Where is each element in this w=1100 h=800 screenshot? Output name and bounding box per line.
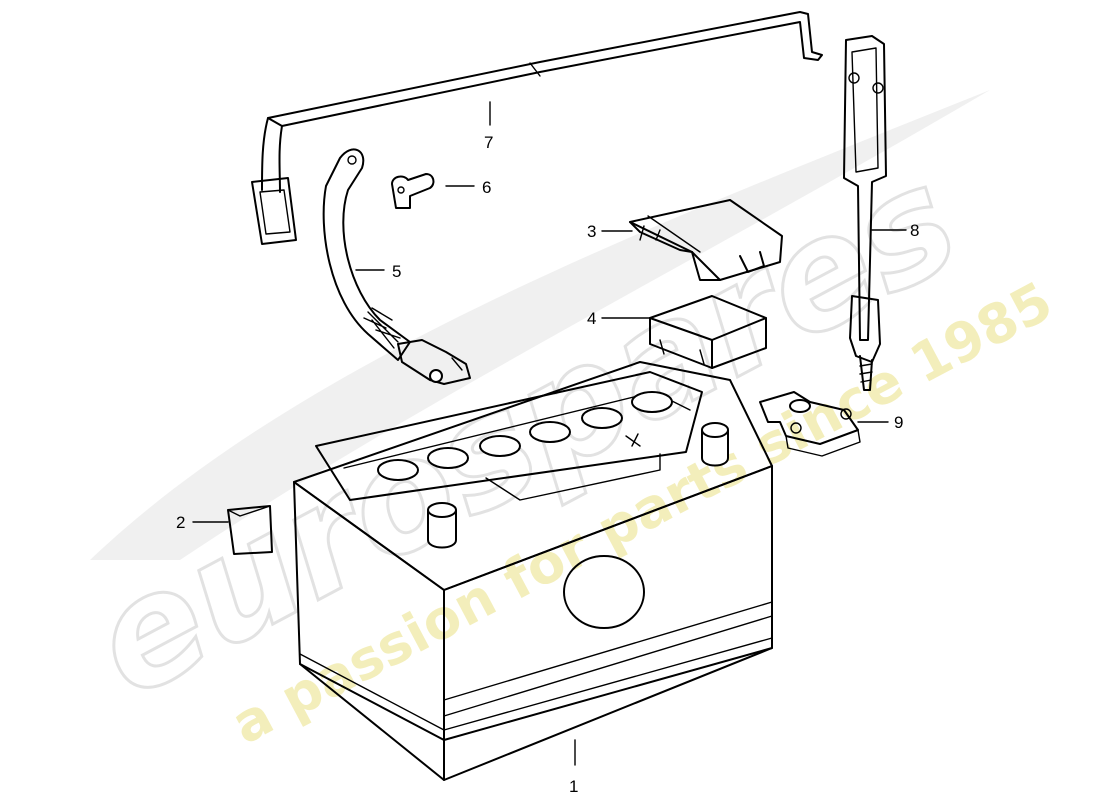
battery-label-pad xyxy=(227,505,273,555)
battery-terminal-clamp xyxy=(759,391,861,457)
terminal-cover-small xyxy=(649,295,767,369)
callouts: 1 2 3 4 5 6 7 8 9 xyxy=(176,133,919,796)
callout-2: 2 xyxy=(176,513,185,532)
battery-posts xyxy=(427,422,729,549)
terminal-cover-large xyxy=(629,199,783,281)
callout-7: 7 xyxy=(484,133,493,152)
callout-3: 3 xyxy=(587,222,596,241)
leader-lines xyxy=(192,101,907,766)
vent-caps xyxy=(377,391,673,481)
hold-down-rod xyxy=(843,35,887,391)
watermark: eurospares a passion for parts since 198… xyxy=(64,90,1062,756)
callout-4: 4 xyxy=(587,309,596,328)
callout-5: 5 xyxy=(392,262,401,281)
watermark-swoosh xyxy=(90,90,990,560)
hold-down-strap xyxy=(251,11,823,245)
callout-9: 9 xyxy=(894,413,903,432)
ground-strap xyxy=(322,148,471,385)
callout-8: 8 xyxy=(910,221,919,240)
battery xyxy=(293,361,773,781)
wing-nut xyxy=(391,173,435,209)
callout-1: 1 xyxy=(569,777,578,796)
callout-6: 6 xyxy=(482,178,491,197)
